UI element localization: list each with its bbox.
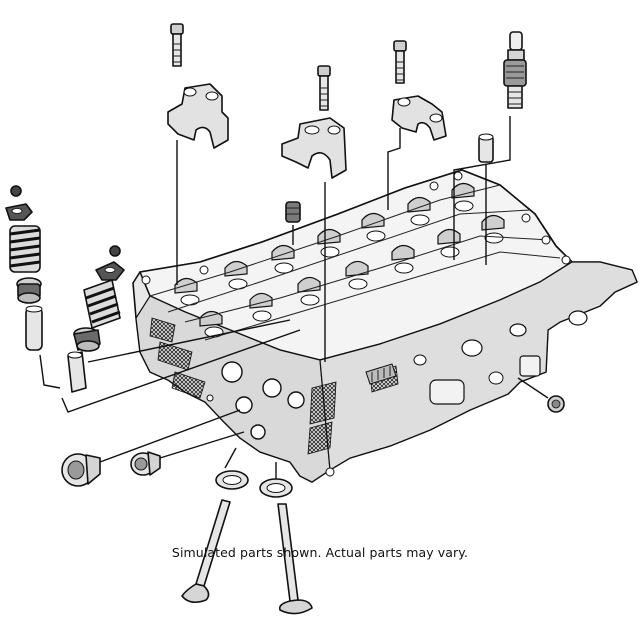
- cam-bearing-cap-center: [281, 117, 347, 179]
- cam-bearing-cap-left: [167, 83, 229, 149]
- valve-stem-seal-left: [215, 470, 249, 490]
- valve-keeper-right: [109, 245, 121, 257]
- fitting-cap: [285, 201, 301, 223]
- valve-guide-right: [67, 351, 87, 393]
- spring-retainer-left: [5, 203, 33, 221]
- cylinder-head: [132, 169, 638, 483]
- seal-ring: [547, 395, 565, 413]
- front-bores: [221, 361, 305, 440]
- spring-retainer-right: [95, 261, 125, 281]
- expansion-plug-large: [61, 453, 101, 487]
- spring-seat-left: [16, 277, 42, 304]
- valve-stem-seal-right: [259, 478, 293, 498]
- exhaust-valve: [277, 503, 313, 615]
- valve-guide-left: [25, 305, 43, 351]
- cam-cap-bolt-center: [317, 65, 331, 111]
- spark-plug: [503, 31, 527, 109]
- valve-spring-left: [9, 225, 41, 273]
- plug-sleeve: [478, 133, 494, 163]
- spring-seat-right: [73, 327, 101, 352]
- leader-lines: [39, 116, 549, 486]
- cam-bearing-cap-right: [391, 95, 447, 141]
- cam-journals: [174, 182, 505, 327]
- valve-keeper-left: [10, 185, 22, 197]
- intake-valve: [181, 499, 231, 604]
- cam-cap-bolt-right: [393, 40, 407, 84]
- expansion-plug-small: [130, 451, 161, 476]
- cam-cap-bolt-left: [170, 23, 184, 67]
- end-features: [365, 310, 588, 405]
- disclaimer-caption: Simulated parts shown. Actual parts may …: [171, 545, 469, 560]
- deck-rails: [149, 184, 561, 341]
- valve-spring-right: [83, 279, 121, 329]
